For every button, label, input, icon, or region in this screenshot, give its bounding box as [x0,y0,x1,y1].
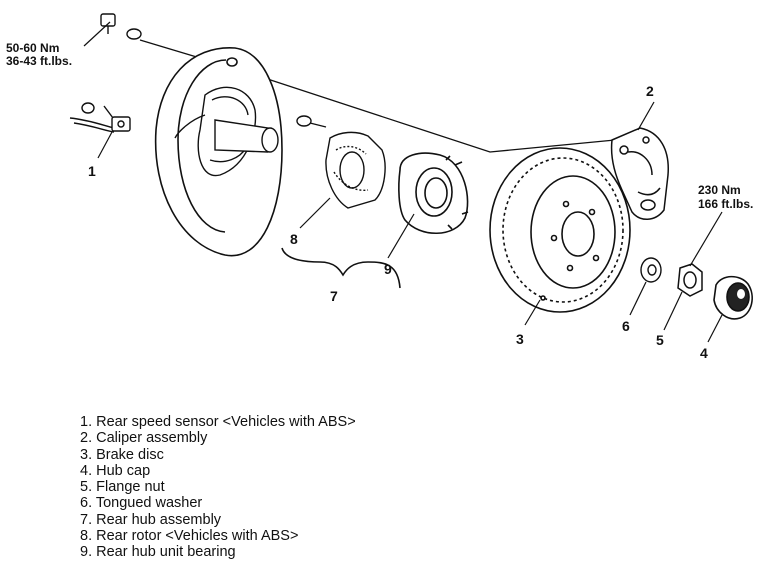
callout-6-leader [629,281,647,316]
hub-cap [713,275,753,320]
callout-5-leader [663,291,683,331]
legend-item: 5. Flange nut [80,479,165,496]
legend-item: 6. Tongued washer [80,495,203,512]
tongued-washer [640,257,662,283]
legend-item: 4. Hub cap [80,462,151,479]
flange-nut [677,263,703,297]
disc-bolt-torque-leader [83,21,111,47]
callout-3: 3 [516,331,524,347]
brake-disc [489,147,631,313]
caliper-assembly [610,127,669,220]
flange-nut-torque-nm: 230 Nm [698,183,741,197]
backing-plate-bolt [100,13,142,40]
flange-nut-torque-leader [689,211,723,267]
callout-3-leader [524,299,541,326]
legend-item: 9. Rear hub unit bearing [80,544,236,561]
legend-item: 7. Rear hub assembly [80,511,222,528]
callout-6: 6 [622,318,630,334]
callout-1: 1 [88,163,96,179]
legend-item: 2. Caliper assembly [80,430,208,447]
callout-8-leader [299,197,331,229]
legend-item: 8. Rear rotor <Vehicles with ABS> [80,528,299,545]
legend-item: 3. Brake disc [80,446,164,463]
callout-9-leader [387,213,415,259]
rotor-bolt [296,115,327,128]
callout-1-leader [97,131,113,159]
callout-2: 2 [646,83,654,99]
rear-speed-sensor [69,102,131,133]
rear-rotor-abs [325,131,386,209]
hub-assembly-brace [281,247,401,289]
callout-8: 8 [290,231,298,247]
rear-hub-unit-bearing [398,152,469,234]
legend-item: 1. Rear speed sensor <Vehicles with ABS> [80,414,356,430]
exploded-rear-brake-diagram: 50-60 Nm 36-43 ft.lbs. 230 Nm 166 ft.lbs… [6,13,753,361]
disc-bolt-torque-nm: 50-60 Nm [6,41,59,55]
callout-5: 5 [656,332,664,348]
rear-axle-spindle [214,119,279,153]
assembly-axis-line [139,39,616,153]
disc-bolt-torque-ftlbs: 36-43 ft.lbs. [6,54,72,68]
callout-2-leader [637,101,655,131]
callout-4: 4 [700,345,708,361]
callout-9: 9 [384,261,392,277]
callout-4-leader [707,314,723,343]
parts-legend: 1. Rear speed sensor <Vehicles with ABS>… [80,414,356,561]
flange-nut-torque-ftlbs: 166 ft.lbs. [698,197,753,211]
callout-7: 7 [330,288,338,304]
